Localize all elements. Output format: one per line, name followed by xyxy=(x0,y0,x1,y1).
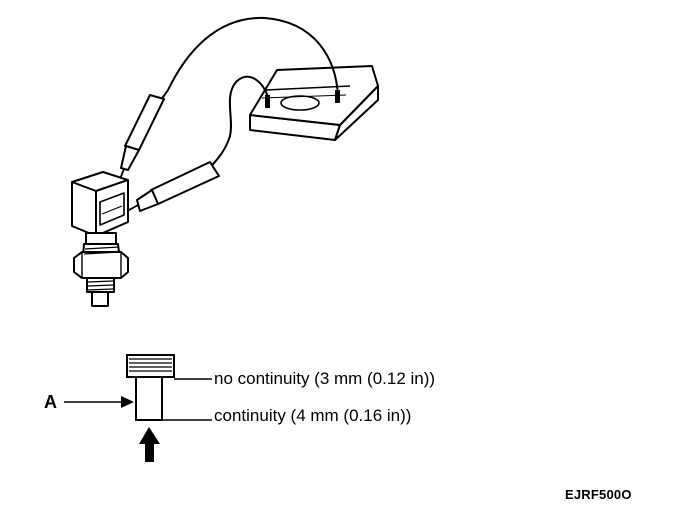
leader-lines xyxy=(162,378,212,421)
figure-code: EJRF500O xyxy=(565,487,632,502)
push-arrow xyxy=(139,427,160,462)
no-continuity-label: no continuity (3 mm (0.12 in)) xyxy=(214,369,436,388)
switch-upper-threads xyxy=(83,246,121,291)
callout-a-arrow xyxy=(64,396,134,408)
probe-upper xyxy=(106,94,165,213)
continuity-label: continuity (4 mm (0.16 in)) xyxy=(214,406,412,425)
probe-lower xyxy=(114,161,220,219)
switch-upper xyxy=(71,171,129,307)
test-leads xyxy=(156,16,339,171)
plunger-detail xyxy=(126,354,175,421)
callout-a-label: A xyxy=(44,392,57,412)
ohmmeter xyxy=(249,65,379,141)
